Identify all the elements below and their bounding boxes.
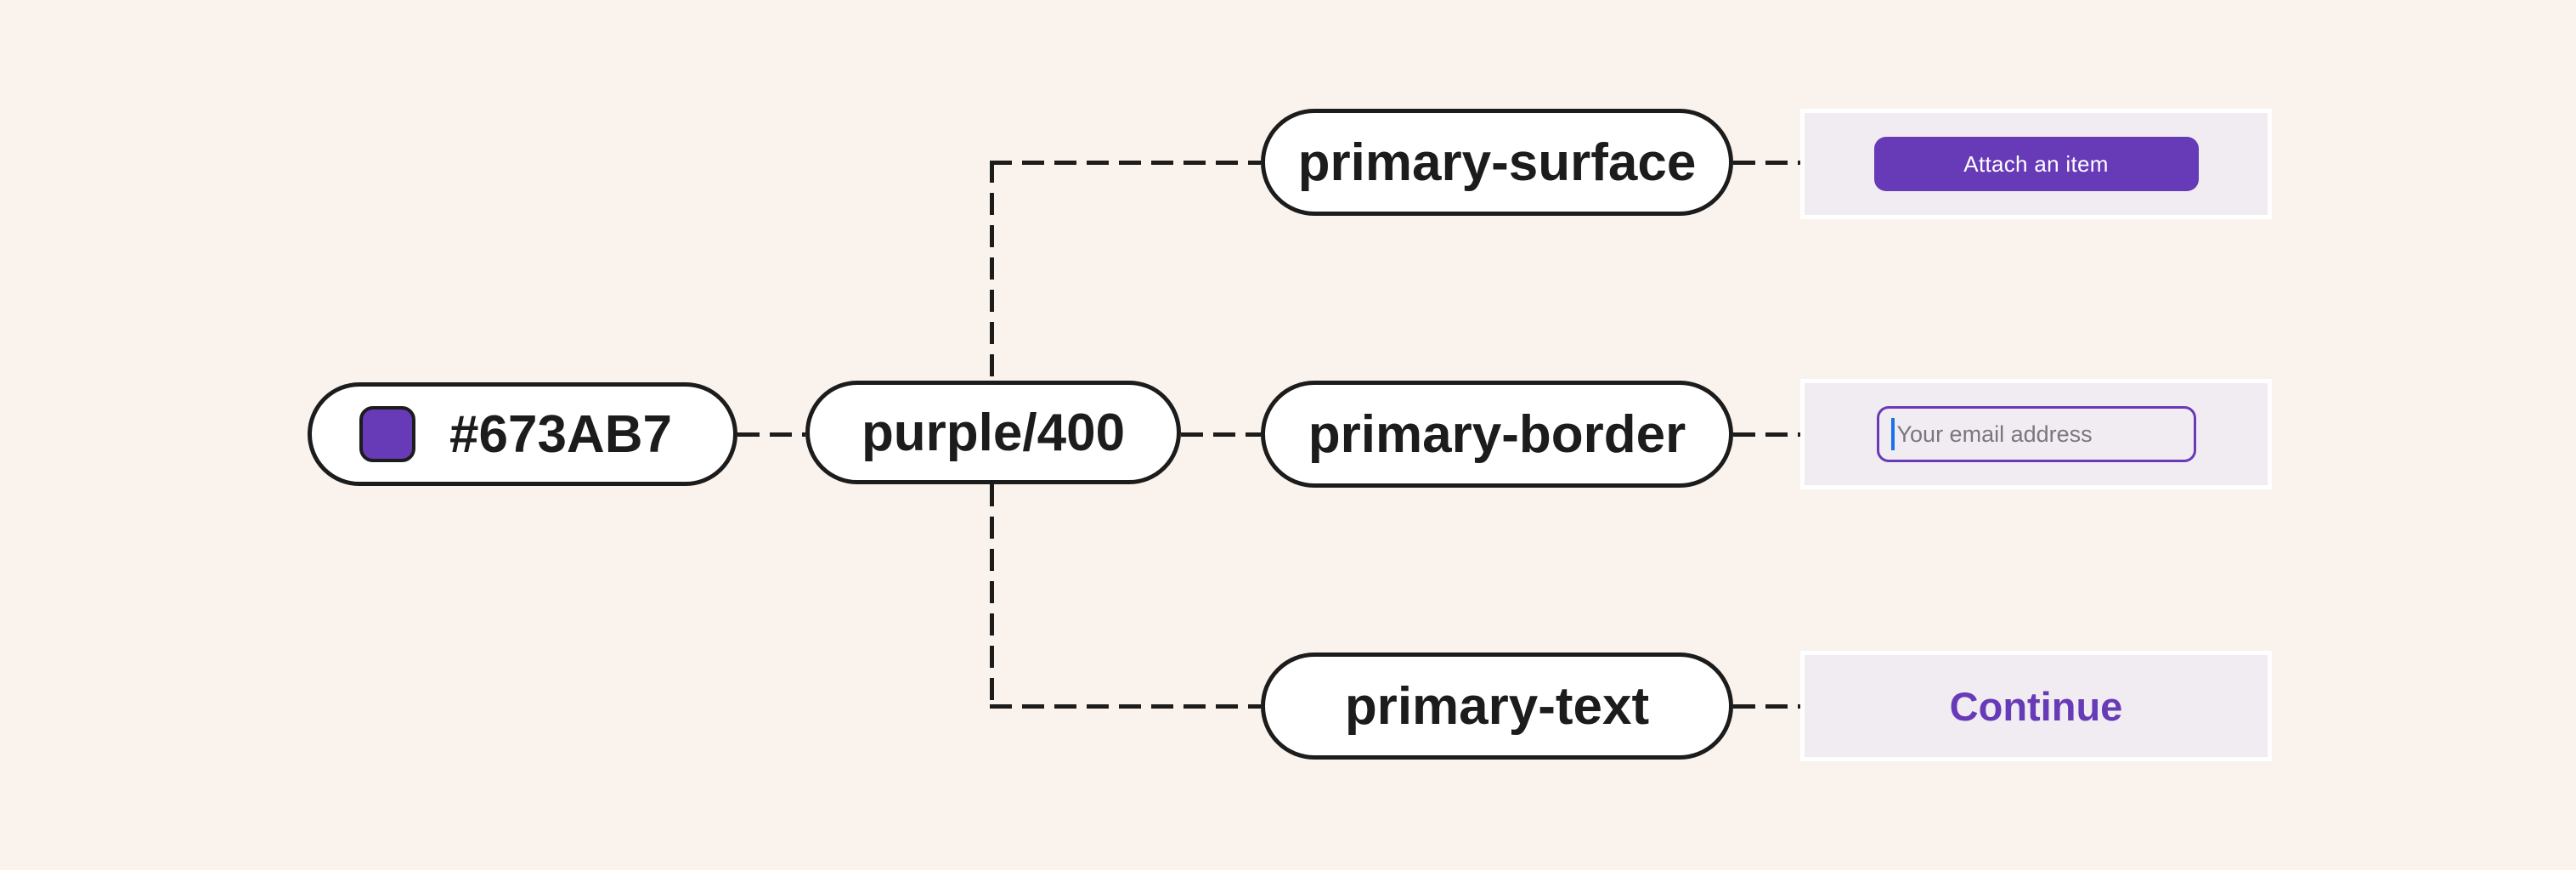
example-panel-primary-text: Continue xyxy=(1800,651,2272,761)
email-input[interactable]: Your email address xyxy=(1876,406,2196,462)
connector-token-to-border xyxy=(1181,432,1261,437)
alias-node-label: primary-surface xyxy=(1297,133,1697,192)
token-node-purple-400: purple/400 xyxy=(805,381,1181,484)
connector-token-to-text xyxy=(990,704,1261,709)
text-caret xyxy=(1890,418,1895,450)
color-hex-node: #673AB7 xyxy=(308,382,737,486)
color-hex-label: #673AB7 xyxy=(449,404,672,464)
email-input-placeholder: Your email address xyxy=(1896,421,2093,447)
token-node-label: purple/400 xyxy=(861,403,1126,462)
connector-border-to-example xyxy=(1733,432,1800,437)
connector-vertical-top xyxy=(990,161,994,381)
example-panel-primary-border: Your email address xyxy=(1800,379,2272,489)
alias-node-primary-text: primary-text xyxy=(1261,652,1733,760)
connector-vertical-bottom xyxy=(990,484,994,709)
alias-node-label: primary-text xyxy=(1344,676,1650,736)
attach-an-item-button[interactable]: Attach an item xyxy=(1873,137,2199,191)
alias-node-primary-surface: primary-surface xyxy=(1261,109,1733,216)
connector-text-to-example xyxy=(1733,704,1800,709)
alias-node-label: primary-border xyxy=(1308,404,1686,464)
connector-hex-to-token xyxy=(737,432,805,437)
alias-node-primary-border: primary-border xyxy=(1261,381,1733,488)
continue-button[interactable]: Continue xyxy=(1949,683,2123,729)
example-panel-primary-surface: Attach an item xyxy=(1800,109,2272,219)
connector-surface-to-example xyxy=(1733,161,1800,165)
purple-color-swatch xyxy=(359,406,415,462)
connector-token-to-surface xyxy=(990,161,1261,165)
